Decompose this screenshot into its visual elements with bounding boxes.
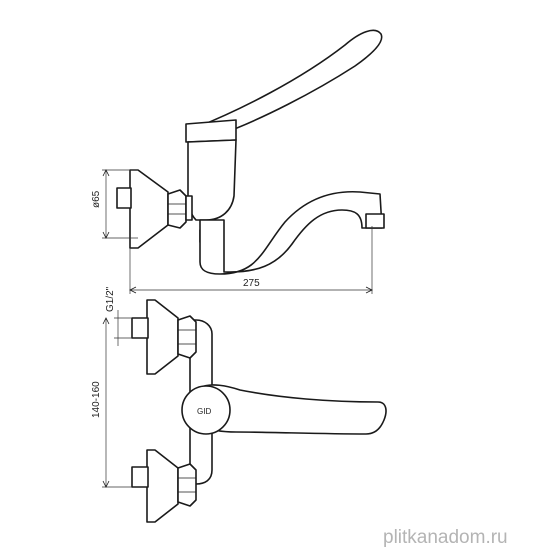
front-lever-handle — [199, 384, 387, 435]
side-view: ø65 275 — [91, 29, 385, 294]
side-handle-grip — [185, 119, 237, 143]
dim-thread-label: G1/2" — [105, 286, 116, 312]
side-lever-handle — [194, 29, 383, 131]
side-wall-flange — [129, 169, 169, 249]
dim-spacing-label: 140-160 — [91, 381, 102, 418]
front-top-inlet — [131, 317, 149, 339]
side-aerator — [365, 213, 385, 229]
front-logo: GID — [197, 407, 211, 416]
dim-diameter-label: ø65 — [91, 190, 102, 208]
side-hex-nut — [167, 189, 187, 229]
front-view: GID G1/2" 140-160 — [91, 286, 387, 523]
front-bottom-flange — [146, 449, 179, 523]
side-inlet-pipe — [116, 187, 132, 209]
front-cartridge-body — [181, 385, 231, 435]
front-top-flange — [146, 299, 179, 375]
front-top-nut — [177, 315, 197, 359]
front-bottom-inlet — [131, 466, 149, 488]
side-spout — [199, 190, 383, 275]
watermark: plitkanadom.ru — [383, 527, 508, 548]
dim-length-label: 275 — [243, 278, 260, 289]
side-mixer-body — [187, 139, 237, 221]
front-bottom-nut — [177, 463, 197, 507]
side-connector — [185, 195, 193, 221]
